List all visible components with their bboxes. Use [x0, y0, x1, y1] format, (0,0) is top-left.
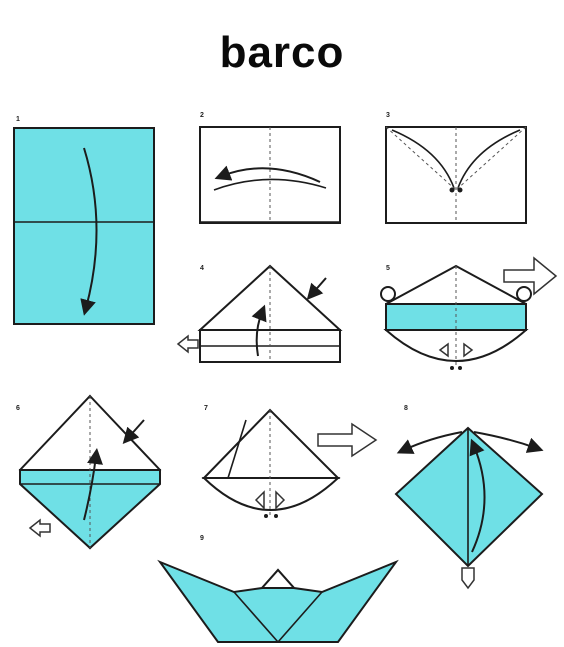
step-5-right-corner-fold [517, 287, 531, 301]
step-3-left-dot [450, 188, 455, 193]
step-4-number: 4 [200, 265, 204, 272]
step-4-turn-over-icon [178, 336, 198, 352]
step-5-left-corner-fold [381, 287, 395, 301]
step-1-number: 1 [16, 116, 20, 123]
step-2-number: 2 [200, 112, 204, 119]
step-5-dot-left [450, 366, 454, 370]
step-8-number: 8 [404, 405, 408, 412]
step-3-number: 3 [386, 112, 390, 119]
step-6-turn-over-icon [30, 520, 50, 536]
step-5-dot-right [458, 366, 462, 370]
step-8-pull-down-icon [462, 568, 474, 588]
step-6: 6 [16, 396, 160, 548]
step-7-next-arrow-icon [318, 424, 376, 456]
step-4: 4 [178, 265, 340, 362]
step-5: 5 [381, 258, 556, 370]
step-7-number: 7 [204, 405, 208, 412]
step-5-number: 5 [386, 265, 390, 272]
step-1-paper [14, 128, 154, 324]
step-1: 1 [14, 116, 154, 324]
step-9-number: 9 [200, 535, 204, 542]
step-5-next-arrow-icon [504, 258, 556, 294]
step-8-diamond [396, 428, 542, 566]
step-6-pointer-arrow [128, 420, 144, 438]
step-4-pointer-arrow [312, 278, 326, 294]
step-9-sail [262, 570, 294, 588]
step-7: 7 [204, 405, 376, 518]
step-6-number: 6 [16, 405, 20, 412]
step-2: 2 [200, 112, 340, 223]
step-9: 9 [160, 535, 396, 642]
step-3: 3 [386, 112, 526, 223]
step-7-dot-right [274, 514, 278, 518]
step-3-right-dot [458, 188, 463, 193]
step-7-open-pocket [204, 478, 338, 510]
step-8: 8 [396, 405, 542, 588]
step-7-dot-left [264, 514, 268, 518]
